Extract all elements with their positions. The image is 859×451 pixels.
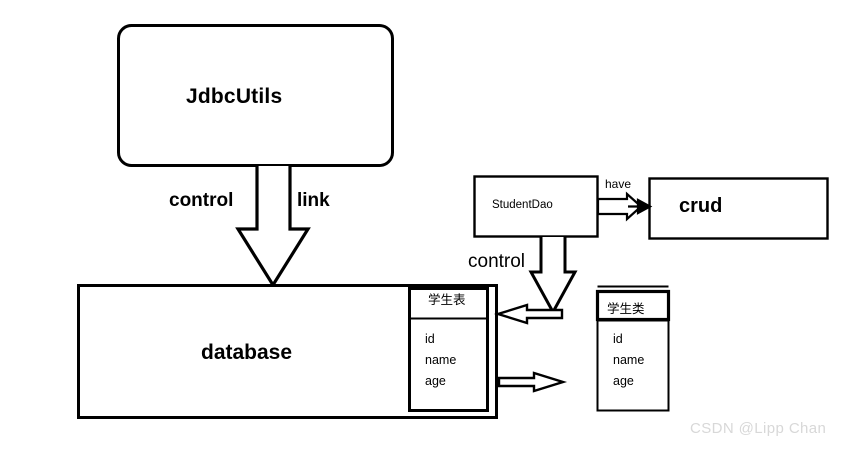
- dao-to-crud-arrow-shaft: [596, 191, 643, 222]
- edge-label-control-dao: control: [468, 251, 526, 272]
- jdbcutils-box[interactable]: [117, 24, 394, 167]
- student-table-field-age: age: [425, 374, 446, 388]
- studentdao-label: StudentDao: [492, 199, 553, 211]
- jdbcutils-label: JdbcUtils: [186, 85, 283, 108]
- student-class-field-age: age: [613, 374, 634, 388]
- table-inbound-arrow: [493, 303, 564, 325]
- edge-label-link: link: [297, 190, 330, 211]
- student-class-field-name: name: [613, 353, 645, 367]
- student-class-body-box[interactable]: [596, 319, 670, 412]
- watermark: CSDN @Lipp Chan: [690, 420, 827, 437]
- dao-to-crud-arrow-tip: [628, 198, 653, 215]
- student-table-field-name: name: [425, 353, 457, 367]
- class-inbound-arrow: [497, 371, 568, 393]
- database-label: database: [201, 341, 293, 364]
- dao-to-table-arrow: [528, 237, 578, 316]
- student-class-field-id: id: [613, 332, 623, 346]
- student-table-box[interactable]: [408, 287, 489, 412]
- crud-label: crud: [679, 195, 723, 217]
- edge-label-control-jdbc: control: [169, 190, 234, 211]
- student-table-title: 学生表: [428, 293, 466, 307]
- crud-box[interactable]: [648, 177, 829, 240]
- student-table-field-id: id: [425, 332, 435, 346]
- jdbcutils-to-database-arrow: [235, 166, 311, 289]
- edge-label-have: have: [605, 177, 632, 191]
- student-class-title: 学生类: [607, 302, 645, 316]
